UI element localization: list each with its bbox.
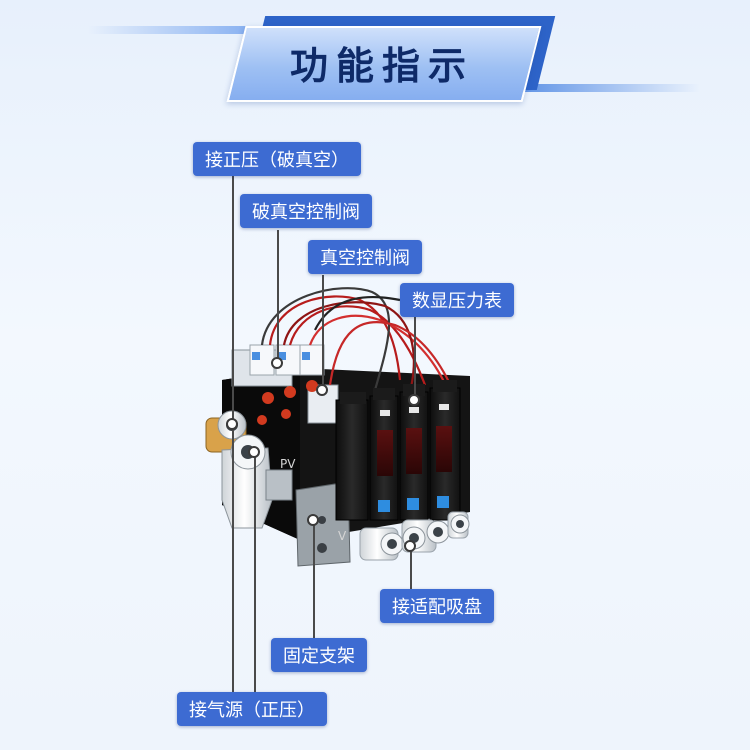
callout-dot-digital-gauge (408, 394, 420, 406)
banner-stripe-right (520, 84, 700, 92)
callout-line-digital-gauge (414, 316, 416, 398)
page-title: 功能指示 (289, 43, 474, 88)
callout-line-bracket (313, 520, 315, 655)
callout-dot-air-source (248, 446, 260, 458)
callout-line-break-vacuum (277, 230, 279, 360)
callout-dot-break-vacuum (271, 357, 283, 369)
label-break-vacuum-valve: 破真空控制阀 (240, 194, 372, 228)
label-digital-gauge: 数显压力表 (400, 283, 514, 317)
label-positive-pressure: 接正压（破真空） (193, 142, 361, 176)
bracket-marking: V (338, 529, 347, 543)
callout-line-vacuum-valve (322, 275, 324, 390)
label-suction-cup-port: 接适配吸盘 (380, 589, 494, 623)
label-vacuum-valve: 真空控制阀 (308, 240, 422, 274)
banner-stripe-left (88, 26, 268, 34)
label-mount-bracket: 固定支架 (271, 638, 367, 672)
callout-line-suction-cup (410, 548, 412, 608)
valve-marking: PV (280, 457, 296, 471)
label-air-source: 接气源（正压） (177, 692, 327, 726)
callout-dot-suction-cup (404, 540, 416, 552)
callout-dot-positive (226, 418, 238, 430)
callout-line-positive (254, 452, 256, 709)
callout-line-air-source (232, 176, 234, 720)
callout-dot-bracket (307, 514, 319, 526)
callout-dot-vacuum-valve (316, 384, 328, 396)
